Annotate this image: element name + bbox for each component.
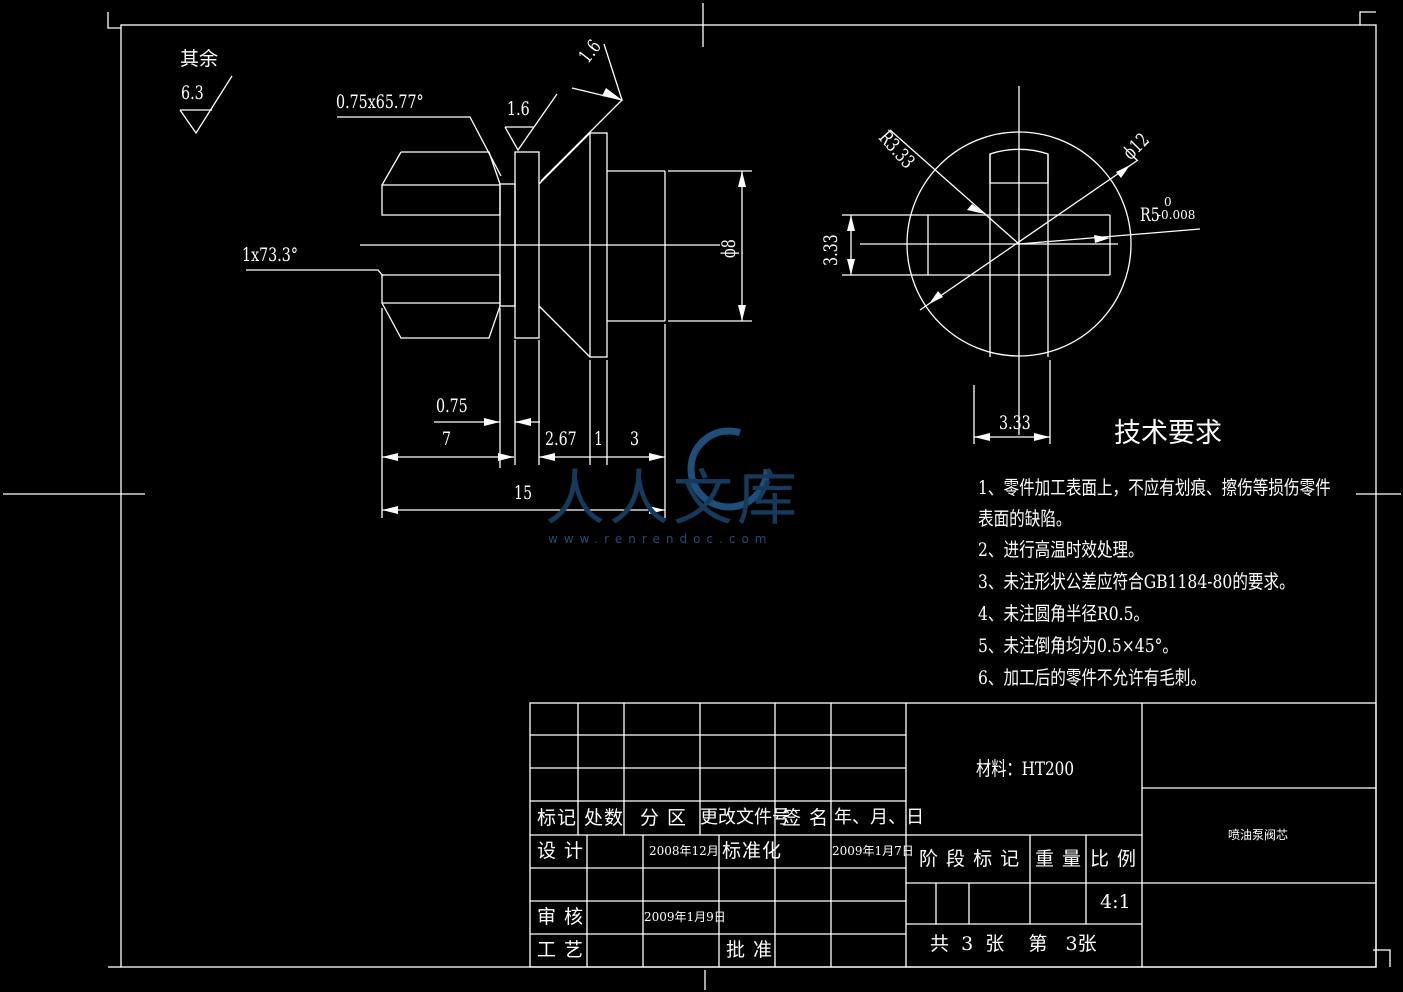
dim-0-75: 0.75	[436, 395, 468, 417]
tech-req-line-3: 2、进行高温时效处理。	[978, 539, 1144, 561]
dim-2-67: 2.67	[545, 428, 577, 450]
dim-dia-8: ϕ8	[718, 239, 740, 258]
tech-req-line-7: 6、加工后的零件不允许有毛刺。	[978, 667, 1207, 689]
header-change-doc: 更改文件号	[700, 807, 790, 828]
tech-req-line-5: 4、未注圆角半径R0.5。	[978, 603, 1150, 625]
arrowheads	[382, 88, 1130, 514]
sheet-info: 共 3 张 第 3张	[930, 933, 1097, 955]
scale-label: 比 例	[1090, 848, 1138, 870]
roughness-value-a: 1.6	[507, 98, 530, 120]
dim-r5-lower: -0.008	[1157, 208, 1196, 222]
standard-label: 标准化	[722, 840, 783, 862]
approve-label: 批 准	[726, 939, 774, 961]
part-name: 喷油泵阀芯	[1228, 828, 1289, 842]
dim-r5: R5	[1140, 204, 1160, 226]
dim-h-3-33: 3.33	[999, 412, 1031, 434]
header-count: 处数	[584, 807, 625, 829]
stage-mark: 阶 段 标 记	[919, 848, 1021, 870]
chamfer-back-label: 1x73.3°	[242, 244, 298, 266]
dim-15: 15	[514, 482, 533, 504]
material: 材料：HT200	[976, 758, 1075, 780]
dim-r5-upper: 0	[1164, 195, 1172, 209]
chamfer-front-label: 0.75x65.77°	[336, 91, 424, 113]
tech-req-line-4: 3、未注形状公差应符合GB1184-80的要求。	[978, 571, 1295, 593]
title-block-grid	[529, 702, 1377, 968]
dim-7: 7	[442, 428, 452, 450]
design-label: 设 计	[537, 840, 585, 862]
header-mark: 标记	[537, 807, 578, 829]
dim-1: 1	[594, 428, 604, 450]
header-sign: 签 名	[782, 807, 830, 829]
scale-value: 4:1	[1100, 891, 1131, 913]
header-zone: 分 区	[640, 807, 688, 829]
process-label: 工 艺	[537, 939, 585, 961]
review-date: 2009年1月9日	[644, 910, 726, 924]
side-view-dimensions	[381, 170, 752, 518]
weight-label: 重 量	[1035, 848, 1083, 870]
roughness-other-label: 其余	[180, 48, 219, 70]
tech-req-title: 技术要求	[1114, 418, 1222, 449]
watermark-logo-ring	[687, 427, 771, 511]
standard-date: 2009年1月7日	[832, 844, 914, 858]
review-label: 审 核	[537, 906, 585, 928]
watermark-url: www.renrendoc.com	[548, 532, 773, 546]
design-date: 2008年12月	[649, 844, 719, 858]
watermark-text: 人人文库	[545, 464, 801, 534]
header-date: 年、月、日	[834, 807, 924, 828]
tech-req-line-1: 1、零件加工表面上，不应有划痕、擦伤等损伤零件	[978, 477, 1331, 499]
tech-req-line-2: 表面的缺陷。	[978, 508, 1072, 530]
tech-req-line-6: 5、未注倒角均为0.5×45°。	[978, 635, 1179, 657]
front-view	[842, 86, 1201, 444]
dim-3: 3	[630, 428, 640, 450]
roughness-other-value: 6.3	[181, 82, 204, 104]
dim-v-3-33: 3.33	[820, 234, 842, 266]
side-view	[246, 116, 720, 358]
